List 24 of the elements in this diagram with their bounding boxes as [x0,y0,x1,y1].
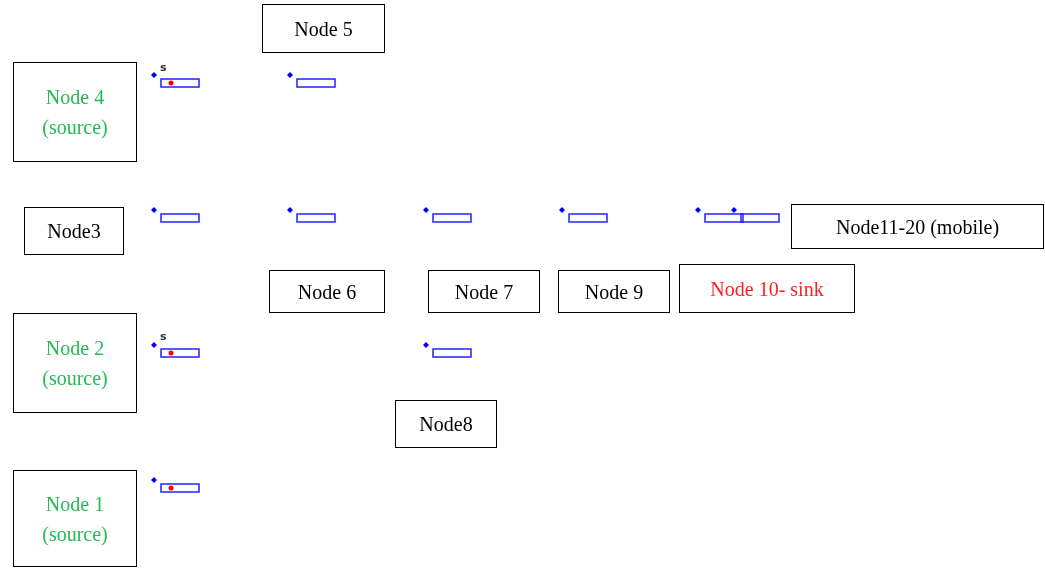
node-label: Node 9 [584,279,644,305]
node-box [13,470,137,567]
node-box [558,270,670,313]
node-label: Node8 [419,412,473,437]
node-label: Node 2 (source) [41,336,109,391]
node-label: Node 1 (source) [41,491,109,547]
node-label: Node3 [47,219,101,244]
node-label: Node 7 [454,279,514,305]
node-box [428,270,540,313]
node-box [269,270,385,313]
sender-mark: s [160,331,167,342]
node-label: Node 4 (source) [41,85,109,140]
node-label: Node 6 [297,279,357,305]
sender-mark: s [160,62,167,73]
node-box [13,62,137,162]
node-label: Node 10- sink [710,276,824,302]
node-box [791,204,1044,249]
node-box [679,264,855,313]
node-box [262,4,385,53]
node-box [395,400,497,448]
node-box [13,313,137,413]
node-box [24,207,124,255]
node-label: Node 5 [294,16,353,42]
node-label: Node11-20 (mobile) [835,214,1000,241]
